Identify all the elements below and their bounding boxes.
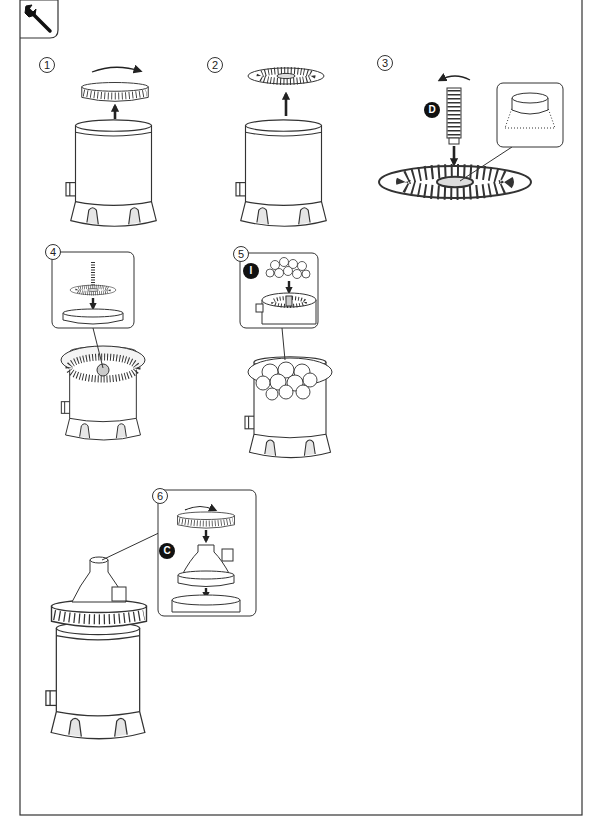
illustration-part — [282, 328, 285, 360]
step-5 — [240, 253, 332, 458]
illustration-part — [284, 267, 293, 276]
illustration-part — [97, 364, 109, 376]
illustration-part — [248, 68, 324, 84]
step-1 — [66, 67, 156, 226]
illustration-part — [66, 120, 156, 226]
illustration-part — [256, 376, 270, 390]
step-number: 6 — [152, 488, 168, 504]
illustration-part — [449, 138, 459, 144]
illustration-part — [63, 309, 123, 317]
illustration-part — [298, 262, 307, 271]
illustration-part — [72, 560, 126, 602]
part-letter: C — [159, 543, 175, 559]
illustration-part — [46, 622, 145, 739]
illustration-part — [286, 296, 292, 306]
step-number: 5 — [233, 246, 249, 262]
illustration-part — [262, 293, 316, 307]
illustration-part — [172, 595, 240, 605]
illustration-part — [497, 83, 563, 147]
illustration-part — [185, 507, 215, 511]
illustration-part — [240, 253, 318, 328]
illustration-part — [266, 388, 278, 400]
illustration-part — [448, 90, 461, 136]
illustration-part — [20, 0, 582, 815]
illustration-part — [293, 270, 302, 279]
illustration-part — [512, 93, 548, 103]
illustration-part — [266, 258, 310, 279]
illustration-part — [296, 385, 310, 399]
illustration-part — [102, 530, 165, 560]
illustration-part — [222, 549, 233, 561]
illustration-part — [178, 571, 234, 579]
illustration-part — [52, 252, 134, 328]
illustration-part — [447, 88, 461, 138]
illustration-part — [460, 147, 512, 181]
illustration-part — [266, 269, 274, 277]
illustration-part — [92, 298, 94, 308]
wrench-icon — [25, 5, 50, 31]
illustration-part — [271, 261, 280, 270]
frame — [20, 0, 582, 815]
illustration-part — [440, 76, 470, 80]
part-letter: D — [424, 102, 440, 118]
illustration-part — [256, 304, 263, 312]
illustration-part — [158, 490, 256, 616]
step-number: 1 — [39, 57, 55, 73]
step-2 — [236, 68, 326, 226]
illustration-part — [20, 0, 58, 38]
illustration-part — [285, 94, 288, 116]
illustration-part — [236, 120, 326, 226]
illustration-part — [93, 328, 103, 368]
illustration-part — [112, 587, 126, 601]
step-number: 3 — [377, 55, 393, 71]
part-letter: I — [243, 263, 259, 279]
illustration-part — [379, 166, 531, 198]
illustration-part — [256, 362, 317, 400]
illustration-part — [114, 106, 117, 119]
illustration-part — [92, 67, 140, 72]
illustration-part — [280, 258, 289, 267]
illustration-part — [82, 83, 149, 102]
step-3 — [379, 76, 563, 198]
illustration-part — [275, 269, 284, 278]
illustration-part — [302, 270, 310, 278]
illustration-part — [205, 530, 207, 541]
illustration-part — [279, 385, 293, 399]
illustration-part — [178, 512, 235, 528]
step-4 — [52, 252, 145, 440]
illustration-part — [288, 281, 290, 292]
illustration-part — [70, 285, 116, 295]
step-number: 4 — [45, 244, 61, 260]
step-number: 2 — [207, 57, 223, 73]
illustration-part — [505, 93, 555, 128]
illustration-part — [52, 600, 147, 627]
illustration-part — [25, 5, 36, 17]
illustration-part — [91, 262, 95, 286]
illustration-part — [453, 146, 456, 164]
step-6 — [46, 490, 256, 739]
